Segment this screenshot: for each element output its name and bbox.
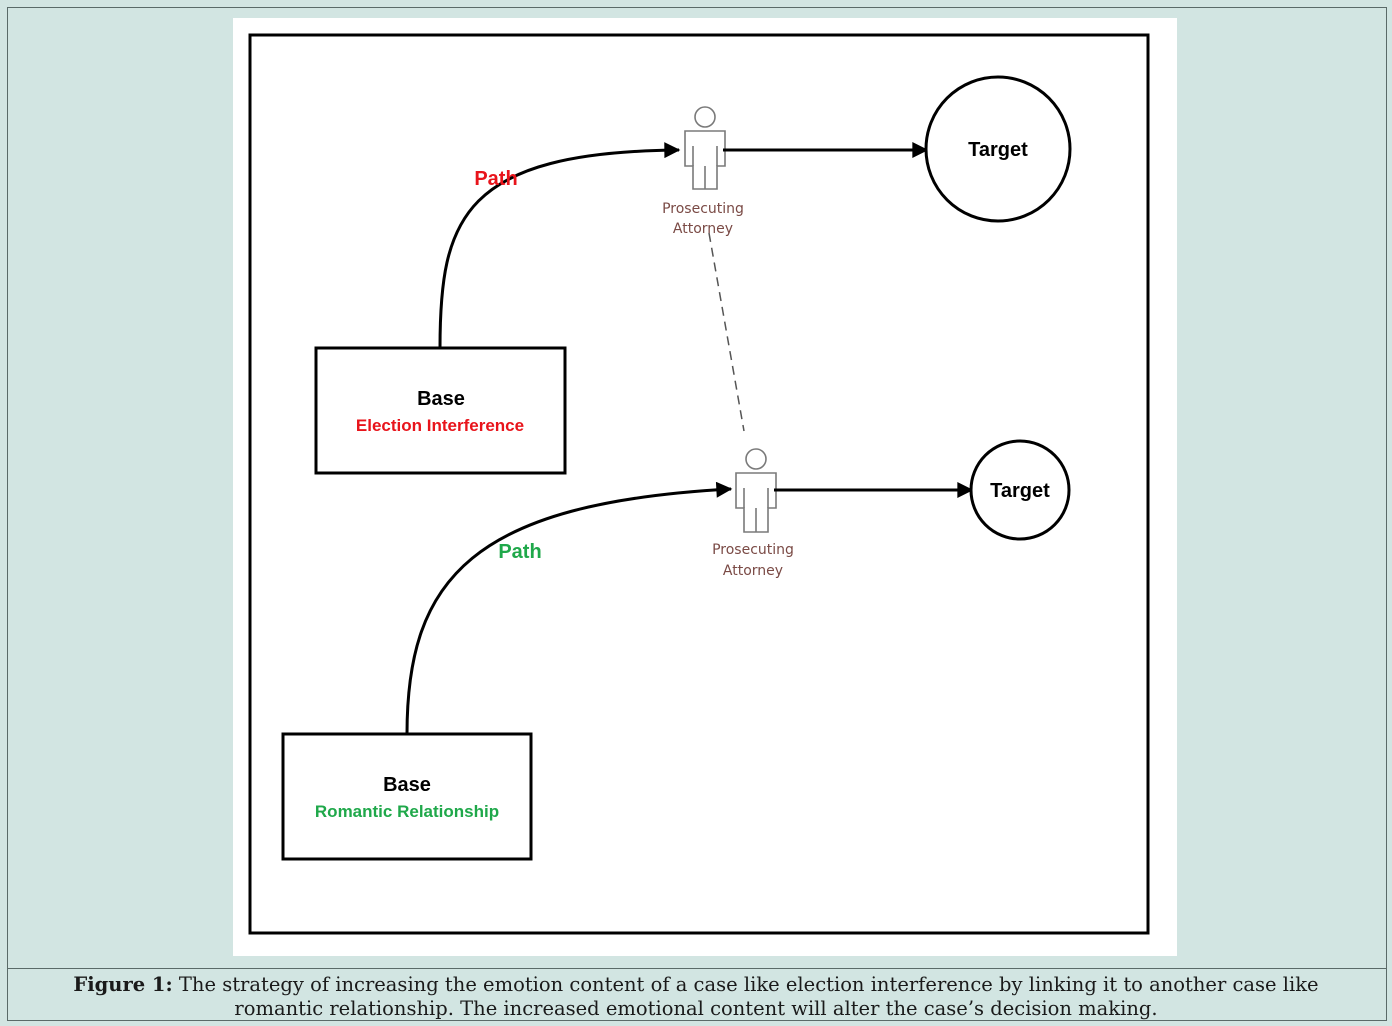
top-base-subtitle: Election Interference — [356, 416, 524, 435]
diagram: Path Prosecuting Attorney Target Base El… — [248, 33, 1150, 935]
top-path-curve — [438, 142, 681, 349]
figure-canvas: Path Prosecuting Attorney Target Base El… — [233, 18, 1177, 956]
bottom-base-subtitle: Romantic Relationship — [315, 802, 499, 821]
bottom-path-curve — [405, 481, 733, 735]
top-target-label: Target — [968, 139, 1028, 161]
caption-text: The strategy of increasing the emotion c… — [178, 973, 1319, 1020]
diagram-border — [248, 33, 1150, 935]
bottom-target-label: Target — [990, 480, 1050, 502]
attorney-link-dashed — [708, 232, 745, 432]
bottom-attorney-label-line1: Prosecuting — [712, 542, 794, 558]
top-attorney-label-line1: Prosecuting — [662, 201, 744, 217]
bottom-scenario: Path Prosecuting Attorney Target Base Ro… — [281, 439, 1071, 861]
top-attorney-label-line2: Attorney — [673, 221, 733, 237]
top-path-label: Path — [474, 168, 517, 190]
bottom-attorney-label-line2: Attorney — [723, 563, 783, 579]
bottom-base-title: Base — [383, 774, 431, 796]
figure-frame — [7, 7, 1387, 1021]
bottom-base-box — [281, 732, 533, 861]
top-attorney-icon — [684, 106, 726, 190]
caption-label: Figure 1: — [73, 973, 173, 996]
caption-divider — [7, 968, 1387, 969]
bottom-target-circle — [969, 439, 1071, 541]
bottom-attorney-icon — [735, 448, 777, 533]
bottom-path-label: Path — [498, 541, 541, 563]
top-base-box — [314, 346, 567, 475]
top-scenario: Path Prosecuting Attorney Target Base El… — [314, 75, 1072, 475]
top-base-title: Base — [417, 388, 465, 410]
figure-caption: Figure 1: The strategy of increasing the… — [40, 973, 1352, 1021]
top-target-circle — [924, 75, 1072, 223]
